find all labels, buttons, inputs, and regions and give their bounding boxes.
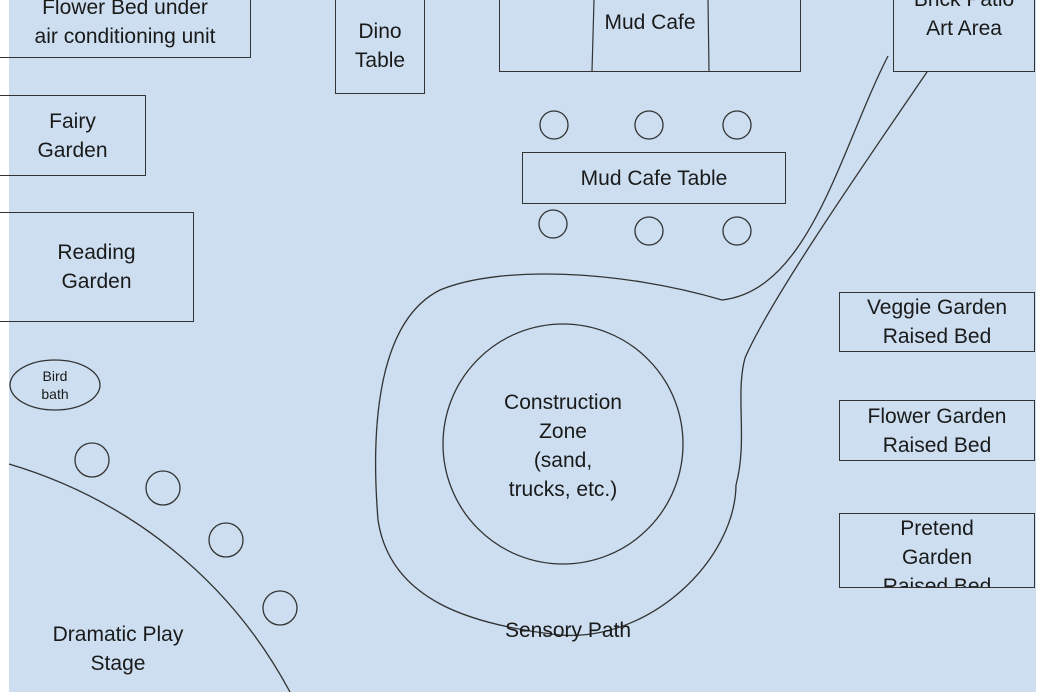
mud-cafe-table-box: Mud Cafe Table [522,152,786,204]
flower-garden-label: Flower Garden Raised Bed [867,404,1007,457]
sensory-path-loop [374,273,737,636]
bird-bath-label: Bird bath [41,368,69,402]
construction-zone-label-wrap: Construction Zone (sand, trucks, etc.) [463,388,663,504]
fairy-garden-label: Fairy Garden [37,109,108,162]
mud-cafe-box: Mud Cafe [499,0,801,72]
flower-bed-box: Flower Bed under air conditioning unit [0,0,251,58]
stepping-stone [208,522,244,558]
path-edge-left [721,55,889,301]
mud-cafe-divider [707,0,710,72]
stepping-stone [145,470,181,506]
bird-bath-label-wrap: Bird bath [15,367,95,403]
reading-garden-label: Reading Garden [57,241,136,293]
dino-table-box: Dino Table [335,0,425,94]
stool [634,216,664,246]
stool [538,209,568,239]
stool [722,216,752,246]
stepping-stone [262,590,298,626]
reading-garden-box: Reading Garden [0,212,194,322]
mud-cafe-table-label: Mud Cafe Table [580,166,728,190]
flower-bed-label: Flower Bed under air conditioning unit [34,0,216,48]
construction-zone-label: Construction Zone (sand, trucks, etc.) [504,391,622,501]
dramatic-play-label: Dramatic Play Stage [52,623,184,675]
stool [634,110,664,140]
stool [539,110,569,140]
mud-cafe-label: Mud Cafe [604,11,696,34]
sensory-path-label: Sensory Path [504,619,632,642]
sensory-path-label-wrap: Sensory Path [478,616,658,645]
mud-cafe-divider [591,0,595,72]
bird-bath-ellipse [9,359,101,411]
stepping-stone [74,442,110,478]
pretend-garden-label: Pretend Garden Raised Bed [882,517,992,588]
fairy-garden-box: Fairy Garden [0,95,146,176]
map-background [9,0,1036,692]
stage-boundary-arc [8,463,291,692]
dino-table-label: Dino Table [354,20,406,72]
stool [722,110,752,140]
flower-garden-box: Flower Garden Raised Bed [839,400,1035,461]
path-edge-right [735,71,928,486]
construction-zone-circle [442,323,684,565]
brick-patio-label: Brick Patio Art Area [914,0,1014,40]
veggie-garden-label: Veggie Garden Raised Bed [866,296,1008,348]
veggie-garden-box: Veggie Garden Raised Bed [839,292,1035,352]
dramatic-play-label-wrap: Dramatic Play Stage [28,620,208,678]
pretend-garden-box: Pretend Garden Raised Bed [839,513,1035,588]
brick-patio-box: Brick Patio Art Area [893,0,1035,72]
